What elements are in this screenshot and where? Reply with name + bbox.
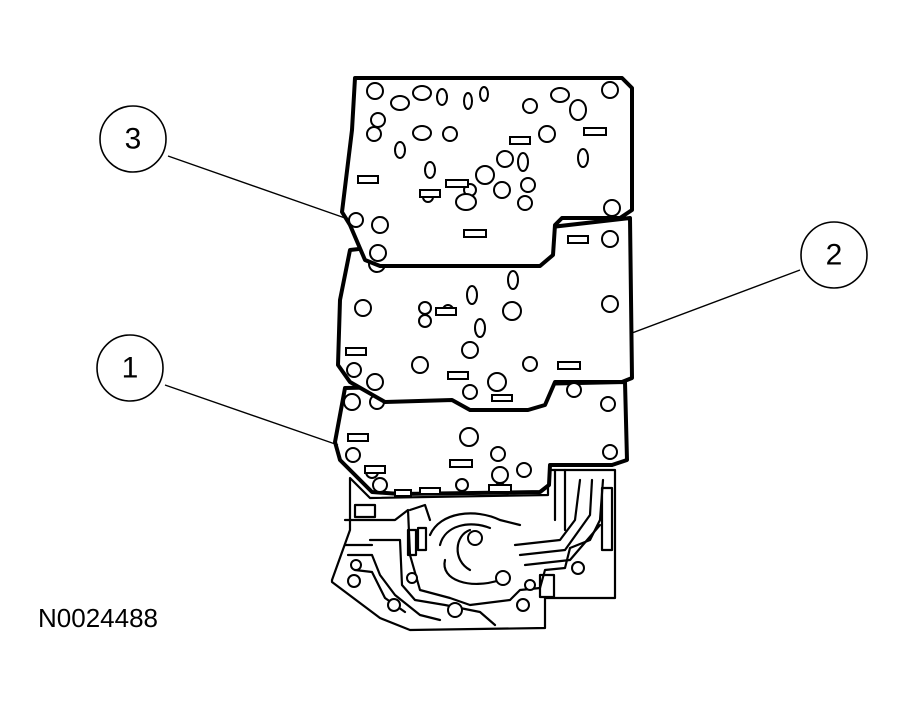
figure-id-label: N0024488 xyxy=(38,603,158,633)
plate-3 xyxy=(340,76,634,268)
callout-number-2: 2 xyxy=(826,239,843,272)
callout-3: 3 xyxy=(99,105,346,219)
callout-number-1: 1 xyxy=(122,352,139,385)
leader-line-2 xyxy=(631,269,801,334)
callout-circle-3 xyxy=(99,105,167,173)
valve-body-casting xyxy=(330,468,617,632)
leader-line-1 xyxy=(164,384,339,446)
callout-number-3: 3 xyxy=(125,123,142,156)
callout-circle-2 xyxy=(800,221,868,289)
leader-line-3 xyxy=(167,155,346,219)
callout-2: 2 xyxy=(631,221,868,334)
callout-1: 1 xyxy=(96,334,339,446)
callout-circle-1 xyxy=(96,334,164,402)
